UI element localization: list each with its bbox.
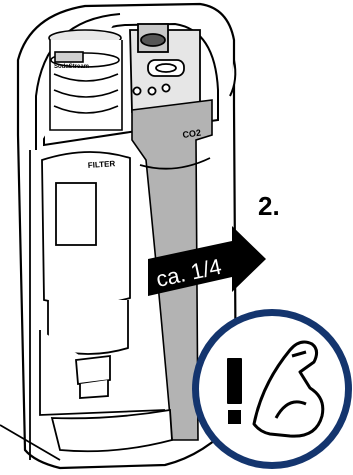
strength-warning-badge: [192, 309, 352, 469]
brand-mark: SodaStream: [54, 64, 89, 70]
valve-dot-left: [133, 87, 140, 94]
filter-label: FILTER: [88, 159, 116, 170]
water-bottle: [49, 30, 122, 130]
valve-head: [130, 24, 200, 112]
step-number: 2.: [258, 191, 280, 222]
valve-dot-right: [162, 84, 169, 91]
exclamation-icon: [227, 358, 242, 424]
valve-dot-middle: [148, 87, 155, 94]
